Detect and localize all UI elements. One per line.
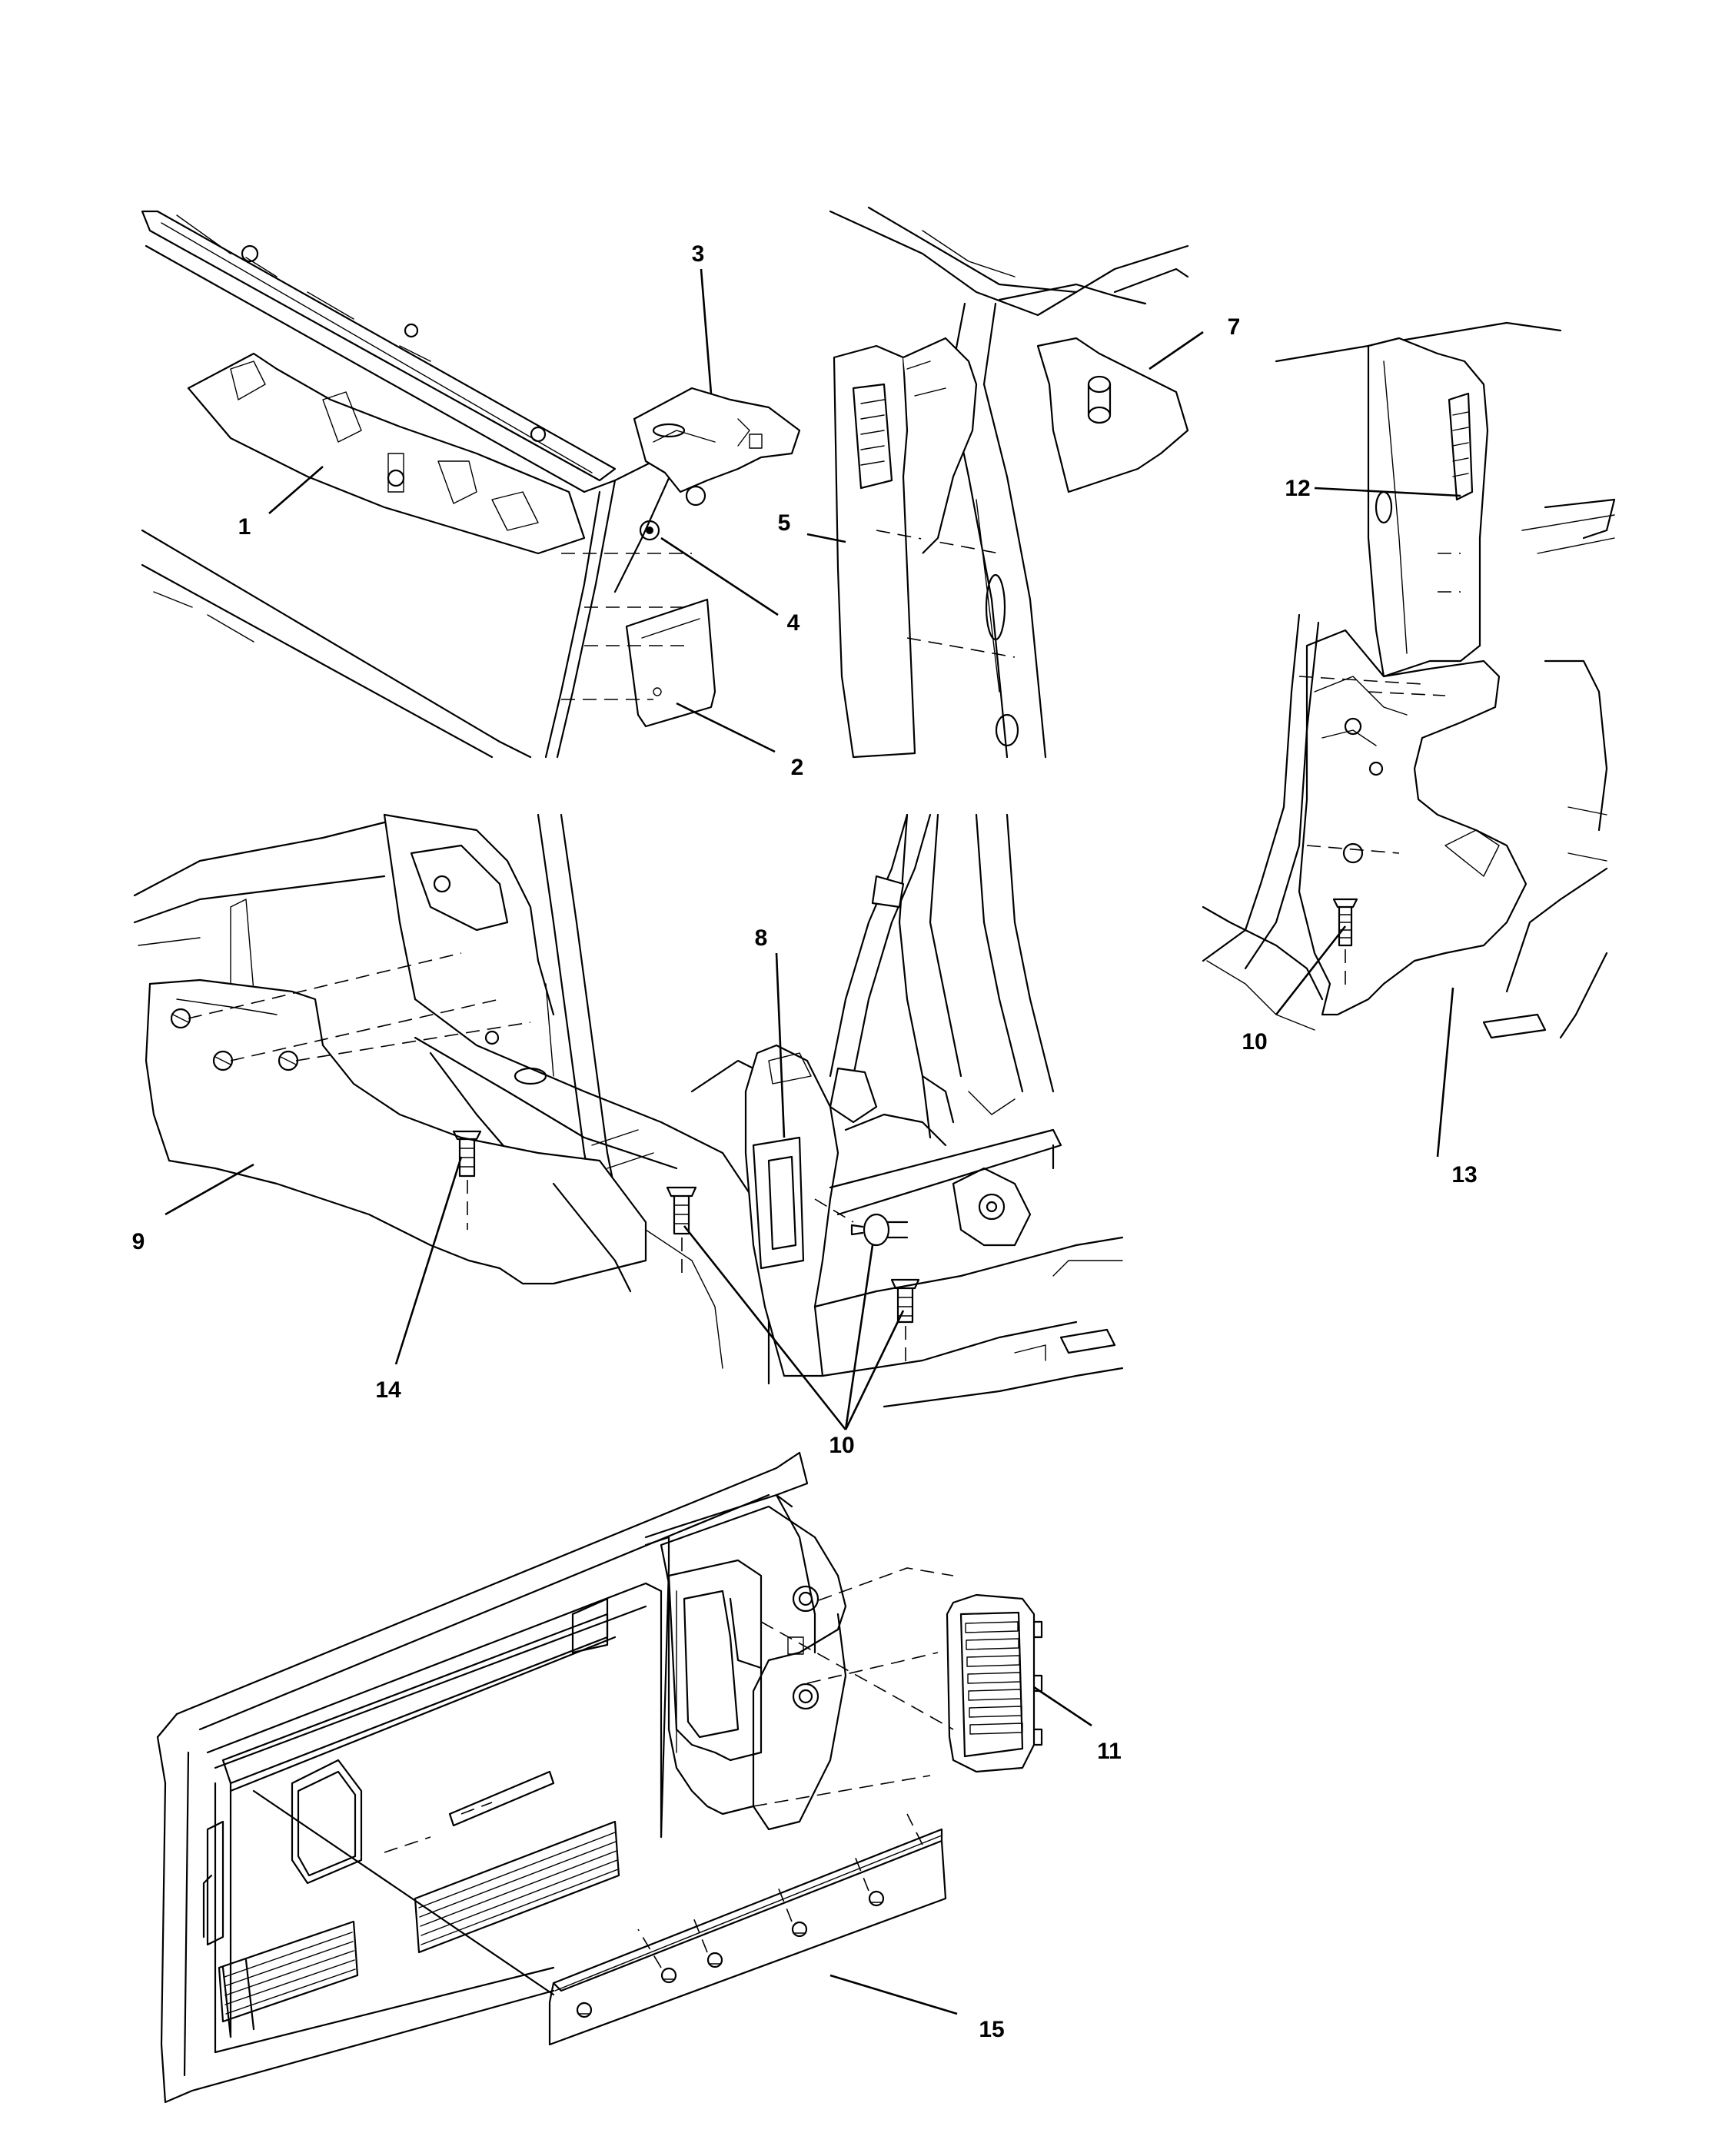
- callout-5: 5: [778, 510, 791, 536]
- callout-8: 8: [755, 925, 768, 951]
- callout-10-right: 10: [1242, 1029, 1267, 1055]
- callout-2: 2: [791, 755, 804, 780]
- panel-cowl-kick: [133, 813, 1124, 1408]
- callout-3: 3: [692, 241, 705, 267]
- callout-14: 14: [375, 1377, 401, 1403]
- panel-tailgate: [156, 1451, 1043, 2104]
- callout-10-center: 10: [829, 1433, 854, 1458]
- panel-c-pillar: [1202, 321, 1616, 1039]
- callout-7: 7: [1228, 314, 1241, 340]
- grille-left: [218, 1920, 359, 2023]
- leader-lines: [165, 268, 1461, 2015]
- grille-right: [414, 1820, 620, 1954]
- panel-b-pillar-upper: [829, 206, 1189, 759]
- callout-13: 13: [1451, 1162, 1477, 1188]
- callout-labels: 1 2 3 4 5 7 8 9 10 10 11 12 13 14 15: [132, 241, 1478, 2042]
- callout-4: 4: [787, 610, 800, 636]
- callout-15: 15: [979, 2017, 1004, 2042]
- sill-plate-15: [548, 1813, 947, 2046]
- callout-9: 9: [132, 1229, 145, 1254]
- callout-1: 1: [238, 514, 251, 540]
- panel-windshield-a-pillar: [141, 210, 801, 759]
- callout-12: 12: [1285, 476, 1310, 501]
- vent-grille-11: [946, 1593, 1043, 1773]
- callout-11: 11: [1097, 1739, 1122, 1764]
